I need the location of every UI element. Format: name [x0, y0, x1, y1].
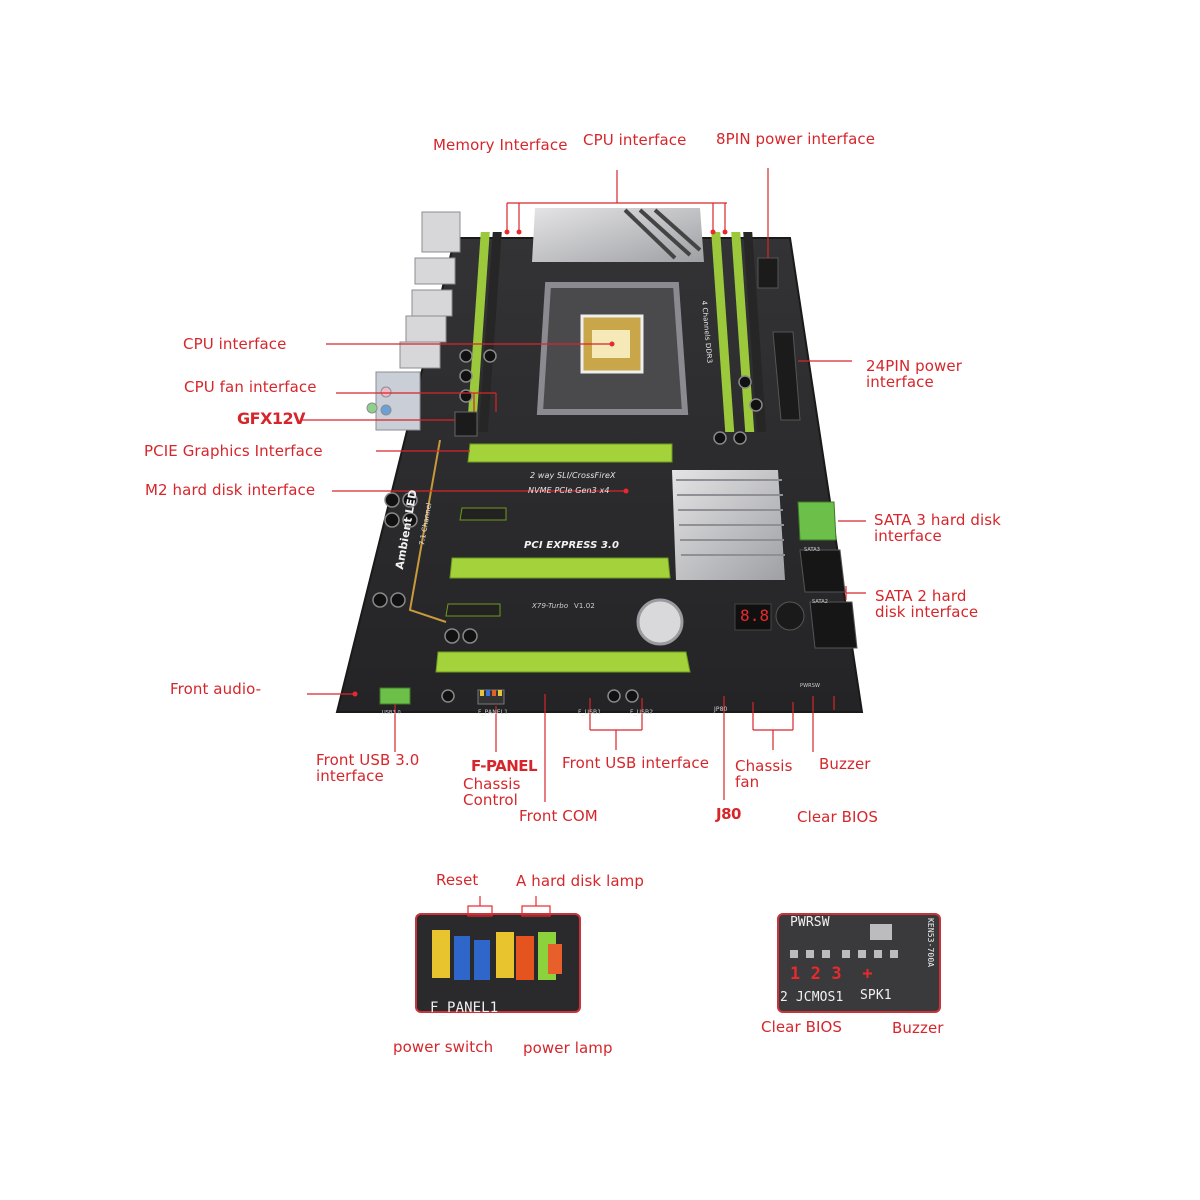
label-power-switch: power switch: [393, 1038, 494, 1056]
jumper-detail-photo: [777, 913, 941, 1013]
label-buzzer-top: Buzzer: [819, 755, 871, 773]
silk-sata3: SATA3: [804, 547, 821, 553]
silk-spk1: SPK1: [860, 988, 892, 1003]
pcie-slots: [435, 443, 691, 673]
gfx12v-connector: [454, 411, 478, 437]
label-cpu-interface-top: CPU interface: [583, 131, 687, 149]
bottom-headers: [379, 687, 505, 705]
label-power-lamp: power lamp: [523, 1039, 613, 1057]
sata-connectors: [797, 501, 858, 649]
label-front-usb3: Front USB 3.0 interface: [316, 751, 420, 785]
label-hdd-lamp: A hard disk lamp: [516, 872, 644, 890]
label-front-com: Front COM: [519, 807, 598, 825]
silk-usb3: USB3.0: [382, 710, 401, 716]
label-8pin-power: 8PIN power interface: [716, 130, 876, 148]
silk-jumper-pins: 1 2 3 +: [790, 964, 873, 984]
leader-lines: [300, 168, 866, 802]
silk-jcmos1: 2 JCMOS1: [780, 990, 844, 1005]
label-sata3: SATA 3 hard disk interface: [874, 511, 1001, 545]
silk-fpanel-detail: F_PANEL1: [430, 1000, 499, 1016]
debug-led-digits: 8.8: [740, 606, 770, 625]
atx-24pin-connector: [772, 331, 801, 421]
label-j80: J80: [716, 805, 741, 823]
label-pcie-graphics: PCIE Graphics Interface: [144, 442, 323, 460]
debug-led-display: [734, 603, 772, 631]
label-gfx12v: GFX12V: [237, 409, 306, 428]
label-fpanel: F-PANEL: [471, 757, 538, 775]
silk-model: X79-Turbo: [532, 602, 569, 610]
eps-8pin-connector: [757, 257, 779, 289]
label-reset: Reset: [436, 871, 479, 889]
label-clear-bios-top: Clear BIOS: [797, 808, 879, 826]
silk-jumper-pwrsw: PWRSW: [790, 915, 830, 930]
label-cpu-fan-interface: CPU fan interface: [184, 378, 317, 396]
label-sata2: SATA 2 hard disk interface: [875, 587, 979, 621]
label-buzzer-detail: Buzzer: [892, 1019, 944, 1037]
label-memory-interface: Memory Interface: [433, 136, 568, 154]
label-front-usb: Front USB interface: [562, 754, 710, 772]
label-m2-interface: M2 hard disk interface: [145, 481, 316, 499]
silk-jp80: JP80: [714, 706, 728, 713]
ram-slots: [466, 232, 767, 432]
label-cpu-interface-left: CPU interface: [183, 335, 287, 353]
label-front-audio: Front audio-: [170, 680, 262, 698]
capacitors: [372, 349, 763, 703]
label-chassis-control: Chassis Control: [463, 775, 521, 809]
fpanel-detail-photo: [415, 896, 581, 1013]
cmos-battery: [636, 598, 684, 646]
label-chassis-fan: Chassis fan: [735, 757, 793, 791]
silk-nvme: NVME PCIe Gen3 x4: [528, 486, 610, 495]
silk-pci-express: PCI EXPRESS 3.0: [524, 540, 620, 551]
silk-usb2: F_USB2: [630, 709, 654, 716]
silk-fpanel: F_PANEL1: [478, 709, 509, 716]
vrm-heatsink: [532, 208, 704, 262]
silk-sli: 2 way SLI/CrossFireX: [530, 471, 616, 480]
label-clear-bios-detail: Clear BIOS: [761, 1018, 843, 1036]
silk-pwrsw: PWRSW: [800, 683, 821, 689]
silk-usb1: F_USB1: [578, 709, 602, 716]
buzzer-component: [775, 601, 805, 631]
silk-version: V1.02: [574, 602, 595, 610]
silk-jumper-code: KEN53-700A: [926, 918, 935, 968]
marker-dots: [352, 229, 728, 697]
silk-sata2: SATA2: [812, 599, 829, 605]
label-24pin-power: 24PIN power interface: [866, 357, 963, 391]
